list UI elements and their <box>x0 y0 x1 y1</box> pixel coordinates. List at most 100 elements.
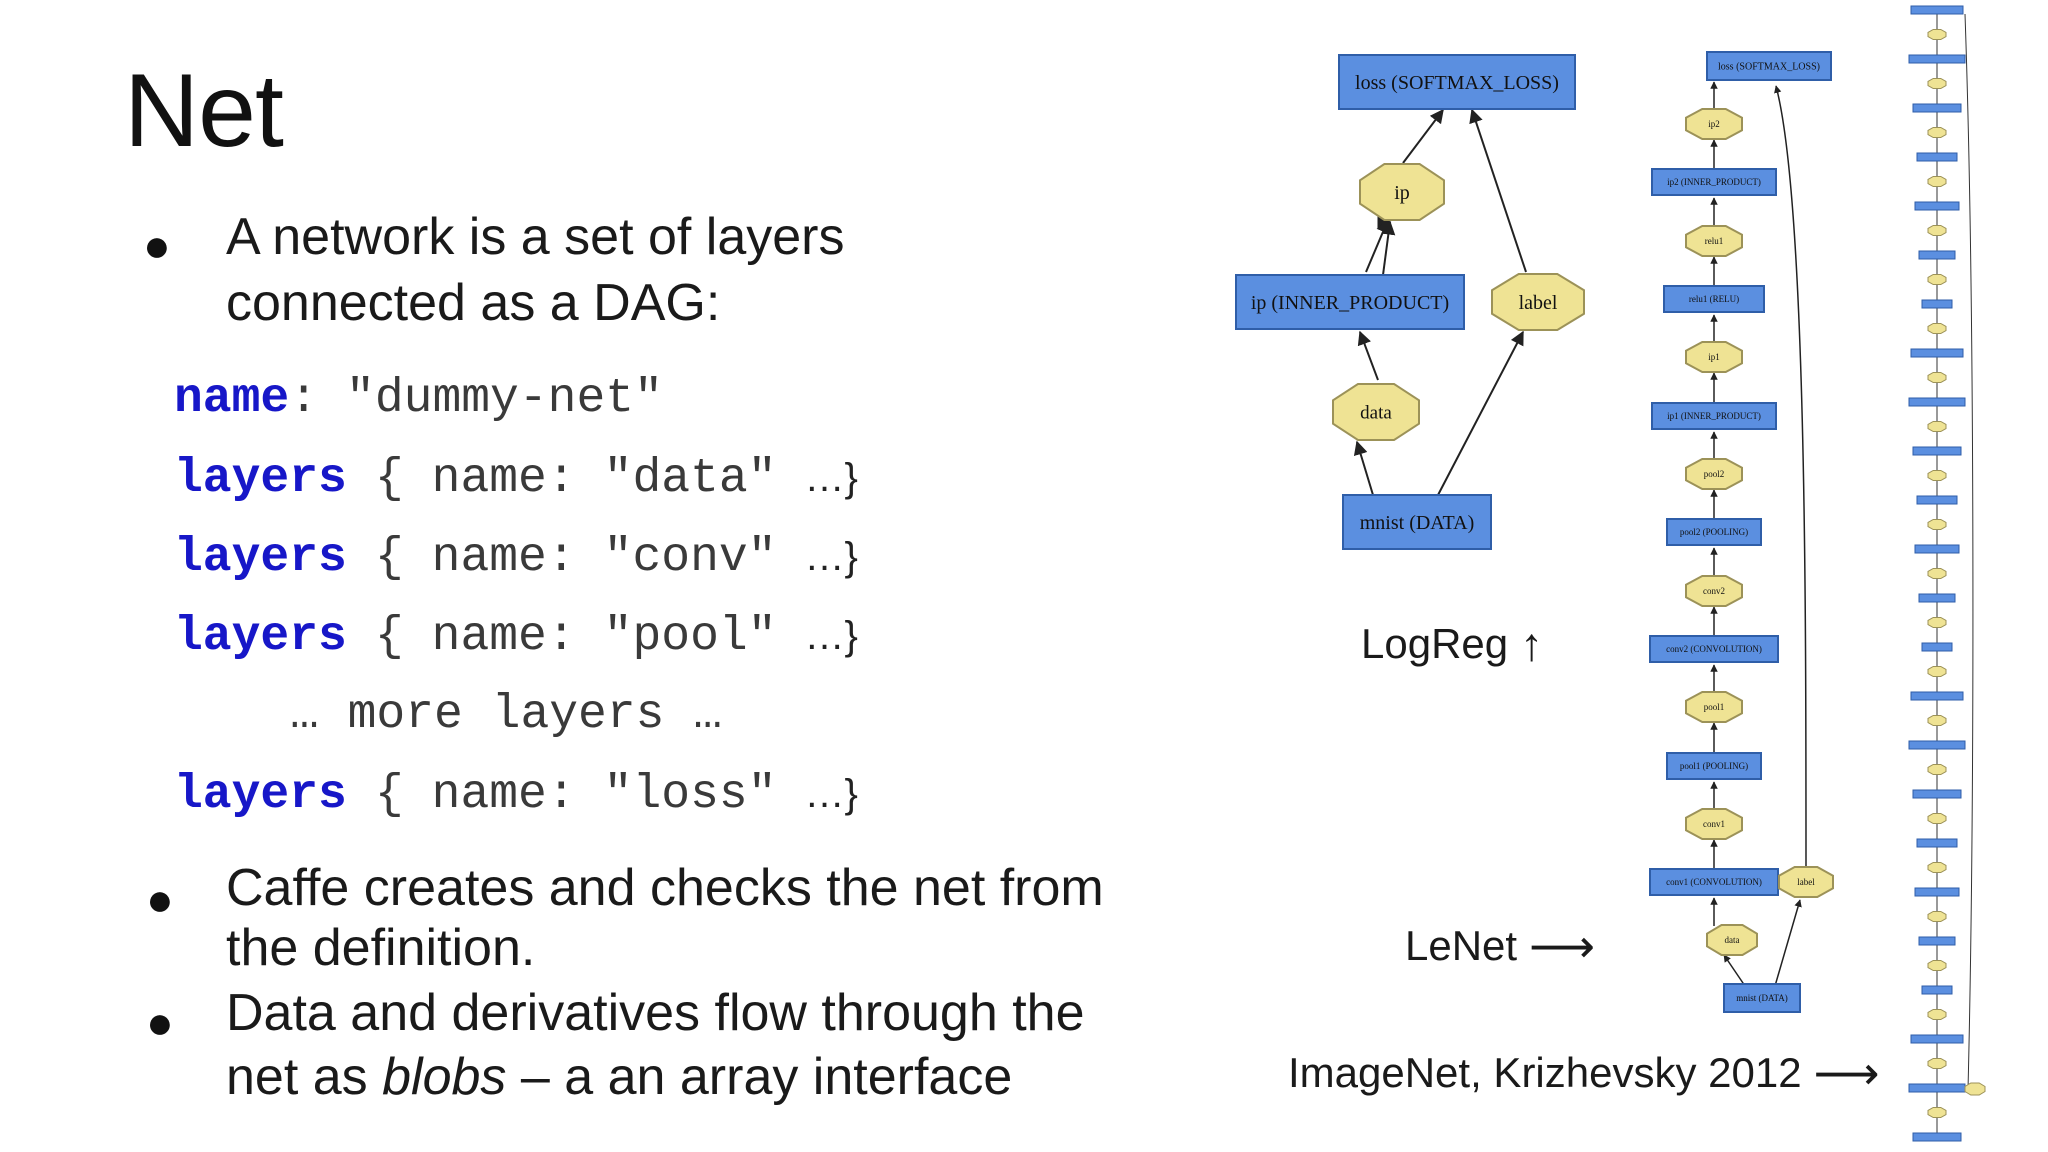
imagenet-blob-shape <box>1927 715 1947 726</box>
imagenet-blob-shape <box>1927 666 1947 677</box>
logreg-data-blob-shape <box>1332 383 1420 441</box>
lenet-layer-2-box <box>1663 285 1765 313</box>
edge-arrow <box>1774 899 1802 987</box>
edge-arrow <box>1774 85 1807 873</box>
imagenet-layer-box <box>1914 544 1960 554</box>
imagenet-layer-box <box>1912 789 1962 799</box>
bullet-blobs-text: Data and derivatives flow through the ne… <box>226 981 1085 1109</box>
edge-arrow <box>1365 218 1390 273</box>
imagenet-blob-shape <box>1927 911 1947 922</box>
code-string: "data" <box>603 452 777 506</box>
imagenet-layer-box <box>1916 838 1958 848</box>
code-string: "loss" <box>603 768 777 822</box>
edge-arrow <box>1964 13 1974 1091</box>
code-brace: { <box>374 531 404 585</box>
code-more-layers: … more layers … <box>290 688 723 742</box>
lenet-layer-8-box <box>1649 635 1779 663</box>
imagenet-graph <box>1908 5 1986 1142</box>
imagenet-layer-box <box>1910 1034 1964 1044</box>
bullet-line: Data and derivatives flow through the <box>226 984 1085 1042</box>
code-keyword: layers <box>174 610 347 664</box>
lenet-layer-12-label: conv1 (CONVOLUTION) <box>1666 877 1762 887</box>
lenet-blob-7-shape <box>1685 458 1743 490</box>
code-keyword: layers <box>174 531 347 585</box>
bullet-line: the definition. <box>226 919 536 977</box>
imagenet-layer-box <box>1910 348 1964 358</box>
arrow-up-icon: ↑ <box>1520 618 1544 670</box>
code-brace: { <box>374 768 404 822</box>
lenet-layer-4-label: ip1 (INNER_PRODUCT) <box>1667 411 1761 421</box>
lenet-layer-10-box <box>1666 752 1762 780</box>
code-string: "conv" <box>603 531 777 585</box>
imagenet-blob-shape <box>1927 862 1947 873</box>
lenet-mnist-layer-box <box>1723 983 1801 1013</box>
code-colon: : <box>289 372 319 426</box>
imagenet-blob-shape <box>1927 519 1947 530</box>
logreg-ip-blob-label: ip <box>1394 182 1410 204</box>
imagenet-layer-box <box>1918 250 1956 260</box>
logreg-mnist-layer-box <box>1342 494 1492 550</box>
imagenet-layer-box <box>1916 495 1958 505</box>
lenet-blob-9-label: conv2 <box>1703 586 1725 596</box>
caption-label: LeNet <box>1405 922 1518 969</box>
lenet-blob-13-label: conv1 <box>1703 819 1725 829</box>
imagenet-layer-box <box>1914 201 1960 211</box>
imagenet-layer-box <box>1921 985 1953 995</box>
logreg-loss-layer-box <box>1338 54 1576 110</box>
imagenet-blob-shape <box>1927 421 1947 432</box>
imagenet-blob-shape <box>1927 1009 1947 1020</box>
lenet-blob-5-label: ip1 <box>1708 352 1720 362</box>
imagenet-layer-box <box>1910 5 1964 15</box>
imagenet-layer-box <box>1910 691 1964 701</box>
arrow-right-icon: ⟶ <box>1529 920 1596 972</box>
caption-lenet: LeNet ⟶ <box>1405 922 1595 970</box>
code-keyword: layers <box>174 452 347 506</box>
imagenet-layer-box <box>1912 446 1962 456</box>
logreg-loss-layer-label: loss (SOFTMAX_LOSS) <box>1355 72 1559 94</box>
lenet-loss-layer-box <box>1706 51 1832 81</box>
imagenet-blob-shape <box>1927 960 1947 971</box>
logreg-ip-blob-shape <box>1359 163 1445 221</box>
slide-title: Net <box>124 53 284 169</box>
lenet-blob-5-shape <box>1685 341 1743 373</box>
lenet-layer-8-label: conv2 (CONVOLUTION) <box>1666 644 1762 654</box>
imagenet-blob-shape <box>1927 1107 1947 1118</box>
bullet-line: Caffe creates and checks the net from <box>226 859 1104 917</box>
lenet-blob-1-shape <box>1685 108 1743 140</box>
lenet-mnist-layer-label: mnist (DATA) <box>1736 993 1788 1003</box>
code-ellipsis: …} <box>804 772 858 816</box>
imagenet-layer-box <box>1921 299 1953 309</box>
imagenet-layer-box <box>1908 740 1966 750</box>
imagenet-blob-shape <box>1927 323 1947 334</box>
imagenet-layer-box <box>1914 887 1960 897</box>
logreg-ip-layer-box <box>1235 274 1465 330</box>
imagenet-blob-shape <box>1927 29 1947 40</box>
code-brace: { <box>374 610 404 664</box>
imagenet-blob-shape <box>1927 372 1947 383</box>
imagenet-blob-shape <box>1927 617 1947 628</box>
imagenet-layer-box <box>1908 1083 1966 1093</box>
bullet-caffe-text: Caffe creates and checks the net from th… <box>226 858 1104 978</box>
lenet-blob-1-label: ip2 <box>1708 119 1720 129</box>
code-brace: { <box>374 452 404 506</box>
edge-arrow <box>1353 440 1374 496</box>
logreg-ip-layer-label: ip (INNER_PRODUCT) <box>1251 292 1449 314</box>
net-definition-code: name:"dummy-net" layers { name: "data" …} la… <box>174 360 858 834</box>
imagenet-layer-box <box>1908 397 1966 407</box>
bullet-line-part: net as <box>226 1048 383 1106</box>
code-keyword: layers <box>174 768 347 822</box>
lenet-blob-7-label: pool2 <box>1704 469 1725 479</box>
lenet-data-blob-label: data <box>1725 935 1740 945</box>
bullet-line-part: – a an array interface <box>506 1048 1013 1106</box>
arrow-right-icon: ⟶ <box>1813 1047 1880 1099</box>
imagenet-layer-box <box>1912 103 1962 113</box>
blobs-emphasis: blobs <box>382 1048 507 1106</box>
code-key: name: <box>431 768 576 822</box>
bullet-line: net as blobs – a an array interface <box>226 1045 1085 1109</box>
code-line-layer: layers{name:"data"…} <box>174 439 858 518</box>
lenet-layer-0-label: ip2 (INNER_PRODUCT) <box>1667 177 1761 187</box>
code-line-name: name:"dummy-net" <box>174 360 858 439</box>
lenet-layer-0-box <box>1651 168 1777 196</box>
